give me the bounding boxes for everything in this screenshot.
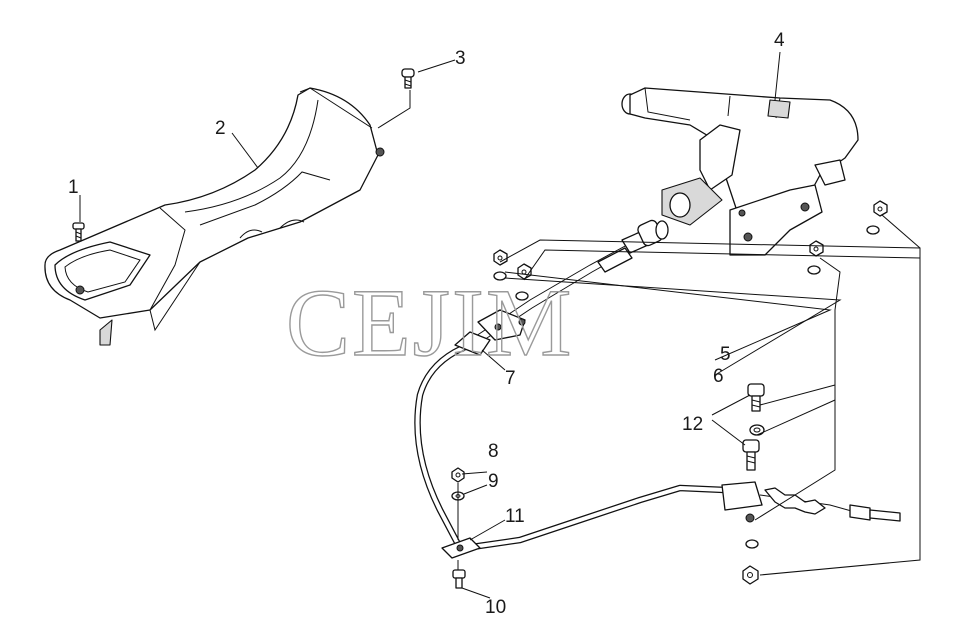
- callout-6: 6: [713, 366, 724, 387]
- callout-11: 11: [505, 506, 525, 527]
- washer-part-6-c: [866, 225, 880, 235]
- nut-bottom: [742, 565, 759, 585]
- screw-part-1: [72, 222, 85, 242]
- callout-8: 8: [488, 441, 499, 462]
- callout-10: 10: [485, 597, 506, 618]
- console-cover-part-2: [44, 87, 385, 346]
- callout-9: 9: [488, 471, 499, 492]
- washer-part-12: [749, 424, 765, 436]
- washer-part-6-a: [493, 271, 507, 281]
- brake-cable-assembly: [414, 219, 901, 552]
- washer-part-6-b: [515, 291, 529, 301]
- washer-bottom: [745, 539, 759, 549]
- screw-part-3: [401, 68, 415, 89]
- nut-part-5-a: [493, 249, 508, 266]
- bolt-part-10: [452, 569, 466, 589]
- leader-lines: [79, 51, 921, 599]
- callout-3: 3: [455, 48, 466, 69]
- hand-brake-lever-part-4: [621, 87, 859, 256]
- nut-part-5-c: [873, 200, 888, 217]
- washer-part-6-d: [807, 265, 821, 275]
- callout-4: 4: [774, 30, 785, 51]
- callout-5: 5: [720, 344, 731, 365]
- callout-labels: 1 2 3 4 5 6 7 8 9 10 11 12: [68, 30, 785, 618]
- bracket-part-11: [441, 537, 481, 559]
- callout-7: 7: [505, 368, 516, 389]
- callout-2: 2: [215, 118, 226, 139]
- callout-1: 1: [68, 177, 79, 198]
- callout-12: 12: [682, 414, 703, 435]
- watermark-text: CEJIM: [286, 269, 573, 376]
- bolt-part-12-a: [747, 383, 765, 412]
- nut-part-8: [451, 467, 465, 483]
- bolt-part-12-b: [742, 439, 760, 471]
- nut-part-5-d: [809, 240, 824, 257]
